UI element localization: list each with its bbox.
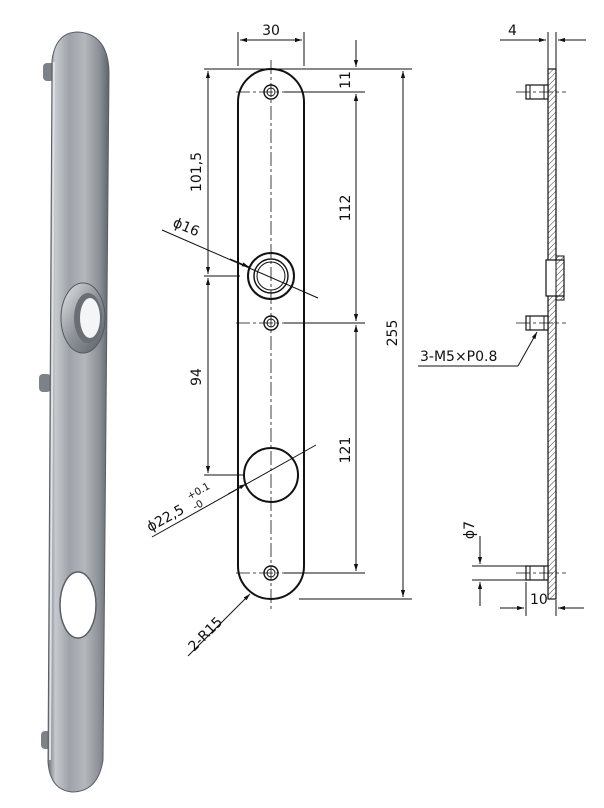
dim-spindle-to-lower: 94	[189, 368, 205, 386]
dim-boss-length: 10	[530, 592, 548, 608]
dim-thickness: 4	[508, 23, 517, 39]
dim-width: 30	[262, 23, 280, 39]
dim-boss-diameter: ϕ7	[462, 521, 478, 539]
dim-end-radius: 2-R15	[186, 614, 227, 655]
middle-screw-hole	[263, 315, 279, 331]
pin-middle	[39, 374, 51, 392]
boss-middle	[516, 315, 566, 331]
boss-top	[516, 84, 566, 100]
cylinder-hole	[59, 571, 97, 639]
bottom-screw-hole	[263, 565, 279, 581]
spindle-hole	[247, 252, 295, 300]
top-screw-hole	[263, 84, 279, 100]
dim-top-to-spindle: 101,5	[189, 152, 205, 192]
dim-lower-to-bottom: 121	[338, 437, 354, 464]
side-plate-section	[547, 68, 557, 600]
dim-total-length: 255	[385, 320, 401, 347]
front-view: 30 11 101,5 112 255 94 121 ϕ16	[144, 23, 412, 657]
dim-spindle-diameter: ϕ16	[170, 215, 201, 240]
boss-bottom	[516, 565, 566, 581]
thread-callout: 3-M5×P0.8	[420, 349, 497, 365]
dim-top-to-center: 112	[338, 195, 354, 222]
dim-lower-diameter: ϕ22,5	[144, 502, 187, 536]
dim-lower-tol-lower: -0	[191, 499, 205, 513]
plate-photo	[39, 31, 110, 793]
side-view: 4 3-M5×P0.8	[418, 23, 586, 616]
dim-top-offset: 11	[338, 71, 354, 89]
